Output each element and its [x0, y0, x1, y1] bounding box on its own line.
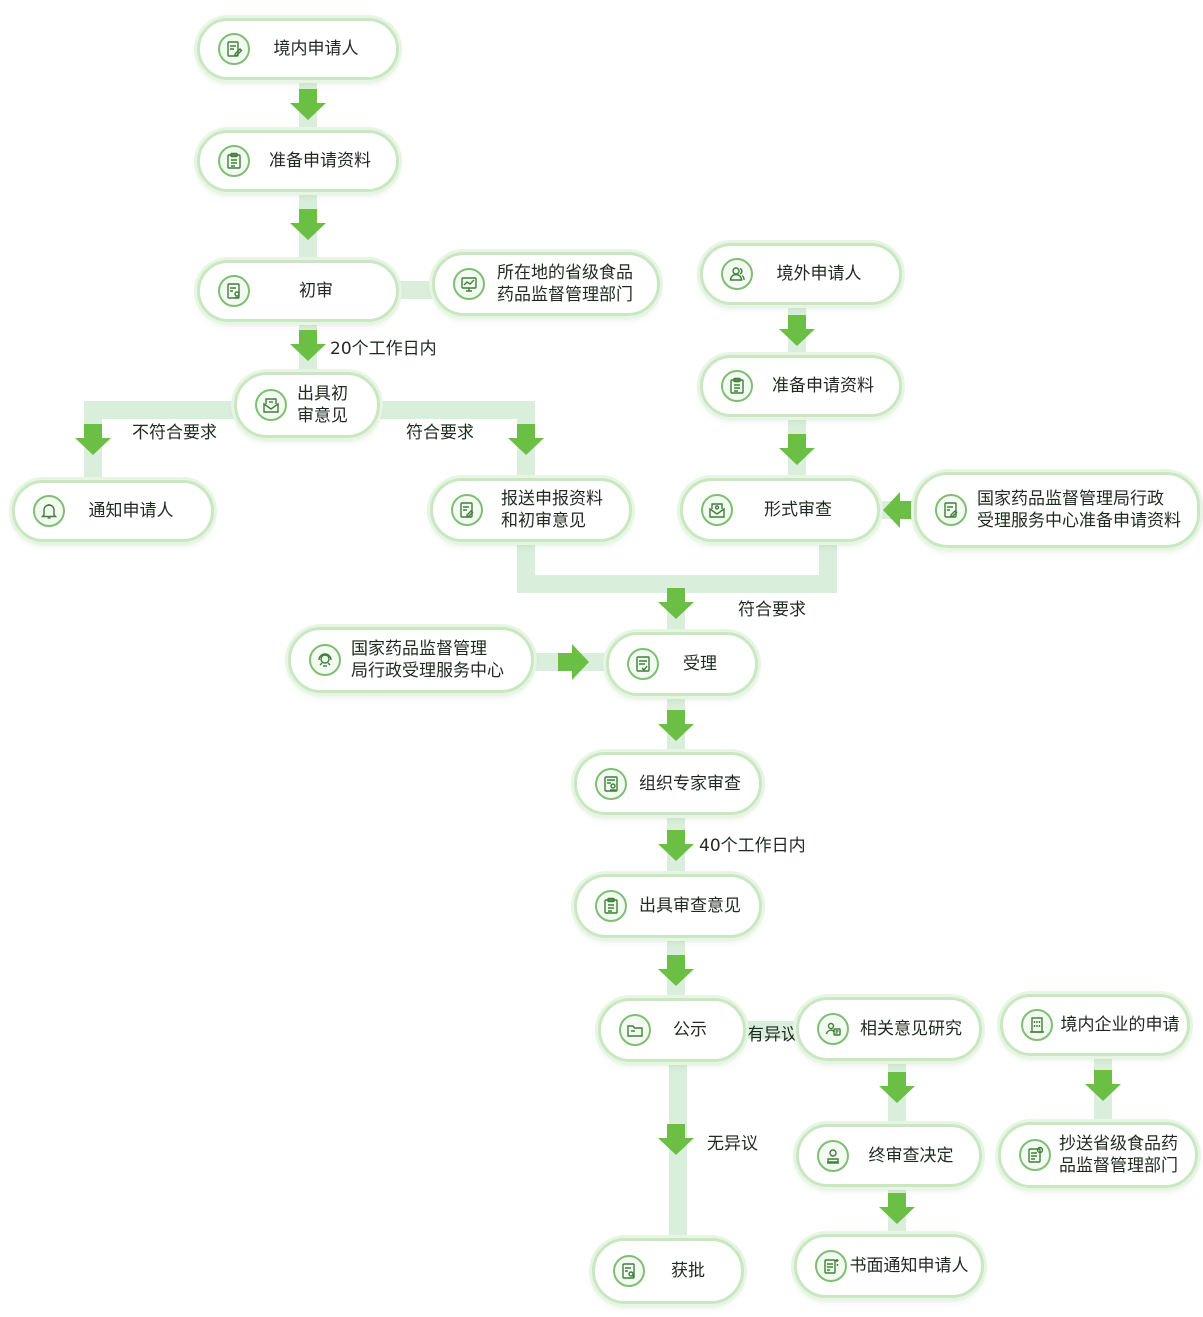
node-approved: 获批 — [592, 1238, 744, 1304]
node-cc-provincial: 抄送省级食品药 品监督管理部门 — [998, 1122, 1198, 1188]
document-check-icon — [627, 648, 659, 680]
monitor-chart-icon — [453, 268, 485, 300]
label-has-objection: 有异议 — [747, 1025, 798, 1045]
user-card-icon — [817, 1013, 849, 1045]
arrow-publicity-to-approved — [658, 1124, 694, 1155]
label-meet-requirements-left: 符合要求 — [406, 423, 474, 443]
arrow-opinion-to-submit — [508, 424, 544, 455]
label-meet-requirements-merge: 符合要求 — [738, 600, 806, 620]
arrow-nmpa-prepare-to-formal — [883, 492, 914, 528]
label-no-objection: 无异议 — [707, 1134, 758, 1154]
node-notify-applicant: 通知申请人 — [12, 480, 214, 542]
arrow-opinion-to-notify — [75, 424, 111, 455]
label-forty-working-days: 40个工作日内 — [699, 836, 806, 856]
connector-submit-merge — [517, 542, 676, 593]
arrow-company-to-cc — [1085, 1070, 1121, 1101]
node-foreign-applicant: 境外申请人 — [700, 243, 902, 305]
connector-formal-merge — [676, 542, 837, 593]
clipboard-list-icon — [721, 370, 753, 402]
arrow-final-to-notify — [879, 1193, 915, 1224]
node-submit-materials: 报送申报资料 和初审意见 — [430, 478, 632, 542]
arrow-expert-to-opinion — [658, 830, 694, 861]
folder-icon — [619, 1014, 651, 1046]
node-issue-initial-opinion: 出具初 审意见 — [234, 372, 380, 438]
inbox-mail-icon — [255, 389, 287, 421]
label-not-meet-requirements: 不符合要求 — [132, 423, 217, 443]
node-issue-review-opinion: 出具审查意见 — [574, 874, 762, 938]
node-final-decision: 终审查决定 — [796, 1124, 982, 1187]
arrow-nmpa-to-acceptance — [558, 644, 589, 680]
arrow-acceptance-to-expert — [658, 710, 694, 741]
arrow-merge-to-acceptance — [658, 588, 694, 619]
node-prepare-materials-2: 准备申请资料 — [700, 355, 902, 417]
service-agent-icon — [309, 644, 341, 676]
arrow-research-to-final — [879, 1072, 915, 1103]
document-sparkle-icon — [815, 1250, 847, 1282]
document-edit-icon — [935, 494, 967, 526]
node-domestic-applicant: 境内申请人 — [197, 18, 399, 80]
edit-document-icon — [218, 33, 250, 65]
node-expert-review: 组织专家审查 — [574, 752, 762, 815]
node-related-research: 相关意见研究 — [796, 997, 982, 1061]
users-icon — [721, 258, 753, 290]
connector-opinion-to-submit — [378, 401, 535, 480]
arrow-prepare2-to-formal — [779, 434, 815, 465]
node-nmpa-center-prepare: 国家药品监督管理局行政 受理服务中心准备申请资料 — [914, 472, 1200, 548]
node-nmpa-center: 国家药品监督管理 局行政受理服务中心 — [288, 627, 534, 693]
node-formal-review: 形式审查 — [680, 478, 880, 542]
node-domestic-company-application: 境内企业的申请 — [1000, 994, 1190, 1056]
document-edit-icon — [451, 494, 483, 526]
inbox-mail-icon — [701, 494, 733, 526]
building-icon — [1021, 1009, 1053, 1041]
arrow-domestic-to-prepare — [290, 89, 326, 120]
arrow-initial-to-opinion — [290, 330, 326, 361]
clipboard-list-icon — [595, 890, 627, 922]
node-initial-review: 初审 — [197, 260, 399, 322]
label-twenty-working-days: 20个工作日内 — [330, 339, 437, 359]
document-stamp-icon — [218, 275, 250, 307]
arrow-foreign-to-prepare — [779, 315, 815, 346]
document-search-icon — [613, 1255, 645, 1287]
node-provincial-admin: 所在地的省级食品 药品监督管理部门 — [432, 252, 660, 316]
arrow-opinion-to-publicity — [658, 955, 694, 986]
arrow-prepare-to-initial — [290, 209, 326, 240]
document-edit-icon — [1019, 1139, 1051, 1171]
document-stamp-icon — [595, 767, 627, 800]
clipboard-list-icon — [218, 145, 250, 177]
connector-opinion-to-notify — [84, 401, 236, 482]
user-stamp-icon — [817, 1139, 849, 1172]
node-prepare-materials-1: 准备申请资料 — [197, 130, 399, 192]
bell-icon — [33, 495, 65, 527]
node-acceptance: 受理 — [606, 632, 758, 696]
node-written-notify: 书面通知申请人 — [794, 1234, 984, 1298]
node-publicity: 公示 — [598, 998, 746, 1062]
